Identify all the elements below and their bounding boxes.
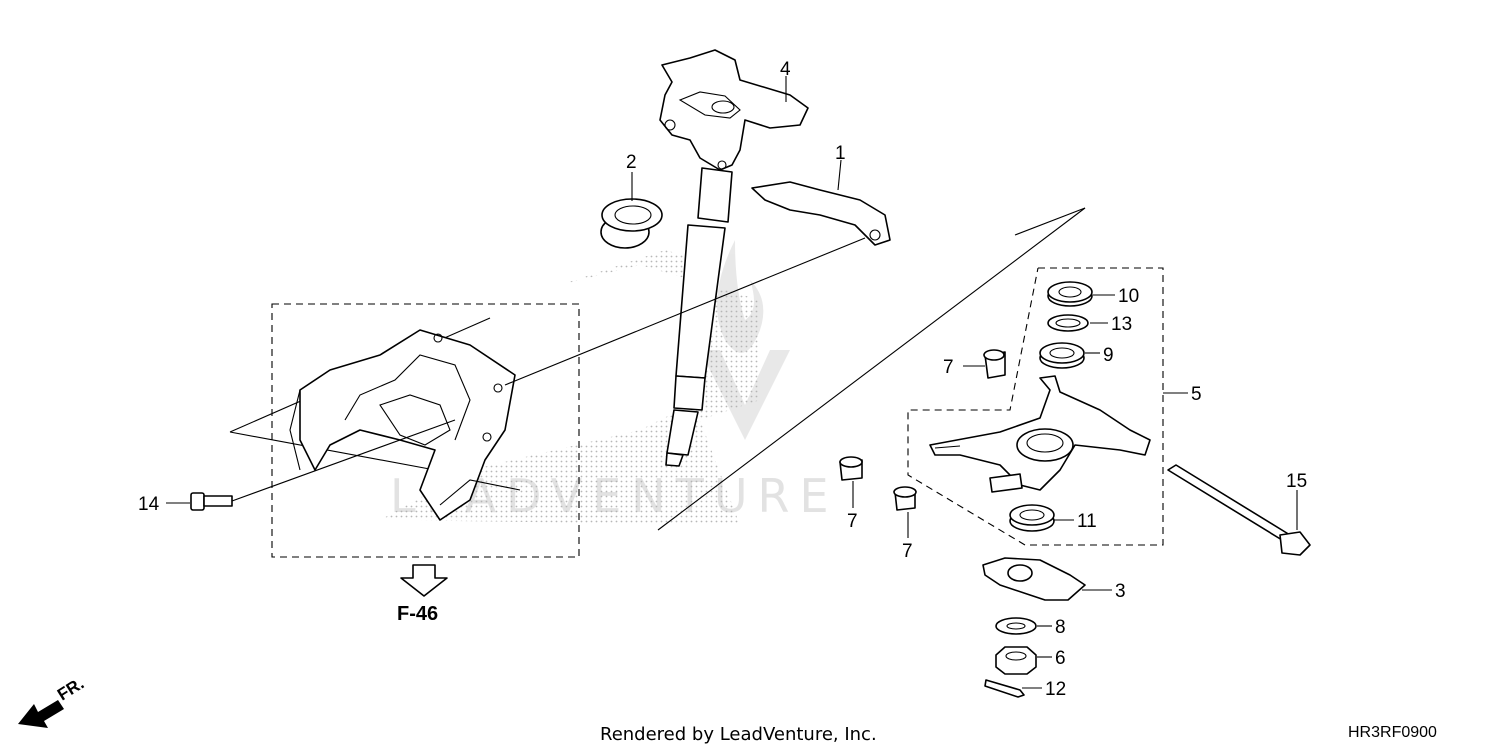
steering-shaft-4 bbox=[659, 49, 809, 467]
shading bbox=[380, 250, 760, 525]
reference-label: F-46 bbox=[397, 603, 438, 625]
plate-3 bbox=[982, 557, 1086, 601]
explode-line bbox=[1014, 207, 1086, 236]
arm-assembly-5 bbox=[907, 267, 1164, 546]
callout-3: 3 bbox=[1115, 581, 1126, 602]
collar-7c bbox=[893, 486, 917, 511]
callout-8: 8 bbox=[1055, 617, 1066, 638]
bearing-9 bbox=[1039, 342, 1085, 369]
seal-2 bbox=[600, 198, 663, 249]
callout-15: 15 bbox=[1286, 471, 1307, 492]
collar-7b bbox=[839, 456, 863, 481]
frame-assembly bbox=[229, 303, 580, 558]
callout-2: 2 bbox=[626, 152, 637, 173]
callout-9: 9 bbox=[1103, 345, 1114, 366]
leader-lines bbox=[166, 76, 1298, 689]
callout-10: 10 bbox=[1118, 286, 1139, 307]
reference-arrow: F-46 bbox=[397, 564, 448, 625]
rendered-by-text: Rendered by LeadVenture, Inc. bbox=[600, 724, 877, 745]
washer-8 bbox=[995, 617, 1037, 635]
callout-6: 6 bbox=[1055, 648, 1066, 669]
callout-4: 4 bbox=[780, 59, 791, 80]
clamp-1 bbox=[504, 181, 891, 386]
diagram-code: HR3RF0900 bbox=[1348, 724, 1437, 741]
callout-13: 13 bbox=[1111, 314, 1132, 335]
callout-7c: 7 bbox=[902, 541, 913, 562]
bolt-14 bbox=[190, 419, 456, 511]
collar-7a bbox=[983, 349, 1006, 379]
callout-14: 14 bbox=[138, 494, 160, 515]
callout-7a: 7 bbox=[943, 357, 954, 378]
callout-5: 5 bbox=[1191, 384, 1202, 405]
callout-11: 11 bbox=[1077, 511, 1097, 532]
explode-line bbox=[657, 207, 1086, 531]
bolt-15 bbox=[1167, 464, 1311, 556]
callout-labels: 1 2 3 4 5 6 7 7 7 8 9 10 11 12 13 14 15 bbox=[138, 59, 1307, 700]
front-direction-label: FR. bbox=[54, 674, 87, 705]
callout-1: 1 bbox=[835, 143, 846, 164]
bearing-10 bbox=[1047, 281, 1093, 307]
washer-13 bbox=[1047, 314, 1089, 332]
front-direction-indicator: FR. bbox=[18, 674, 87, 728]
seal-11 bbox=[1009, 504, 1055, 532]
callout-7b: 7 bbox=[847, 511, 858, 532]
nut-6 bbox=[995, 646, 1037, 675]
cotter-pin-12 bbox=[984, 679, 1025, 698]
callout-12: 12 bbox=[1045, 679, 1066, 700]
